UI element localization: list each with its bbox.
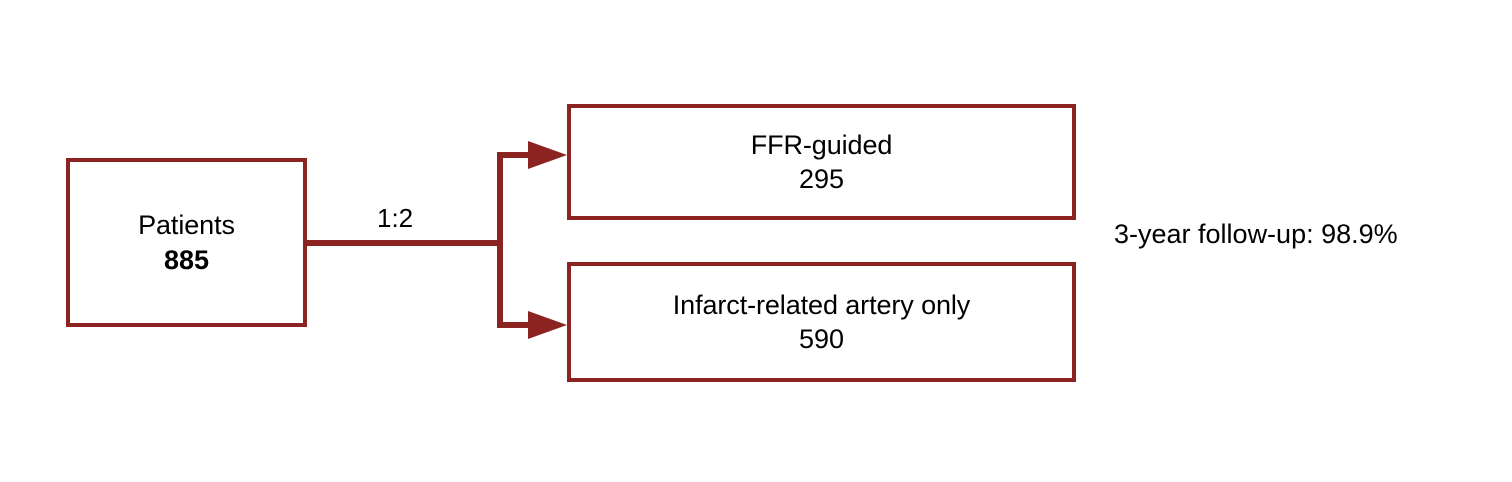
node-infarct-related-artery-label: Infarct-related artery only — [672, 289, 971, 320]
node-infarct-related-artery-value: 590 — [798, 324, 845, 354]
node-ffr-guided-value: 295 — [798, 164, 845, 194]
node-infarct-related-artery: Infarct-related artery only 590 — [567, 262, 1076, 382]
node-ffr-guided: FFR-guided 295 — [567, 104, 1076, 220]
arrowhead-upper-icon — [528, 141, 567, 169]
arrowhead-lower-icon — [528, 311, 567, 339]
node-patients-label: Patients — [138, 210, 235, 241]
node-patients-value: 885 — [163, 244, 210, 275]
node-ffr-guided-label: FFR-guided — [750, 129, 893, 160]
randomization-ratio-label: 1:2 — [377, 203, 414, 233]
followup-annotation: 3-year follow-up: 98.9% — [1114, 219, 1398, 249]
node-patients: Patients 885 — [66, 158, 307, 327]
